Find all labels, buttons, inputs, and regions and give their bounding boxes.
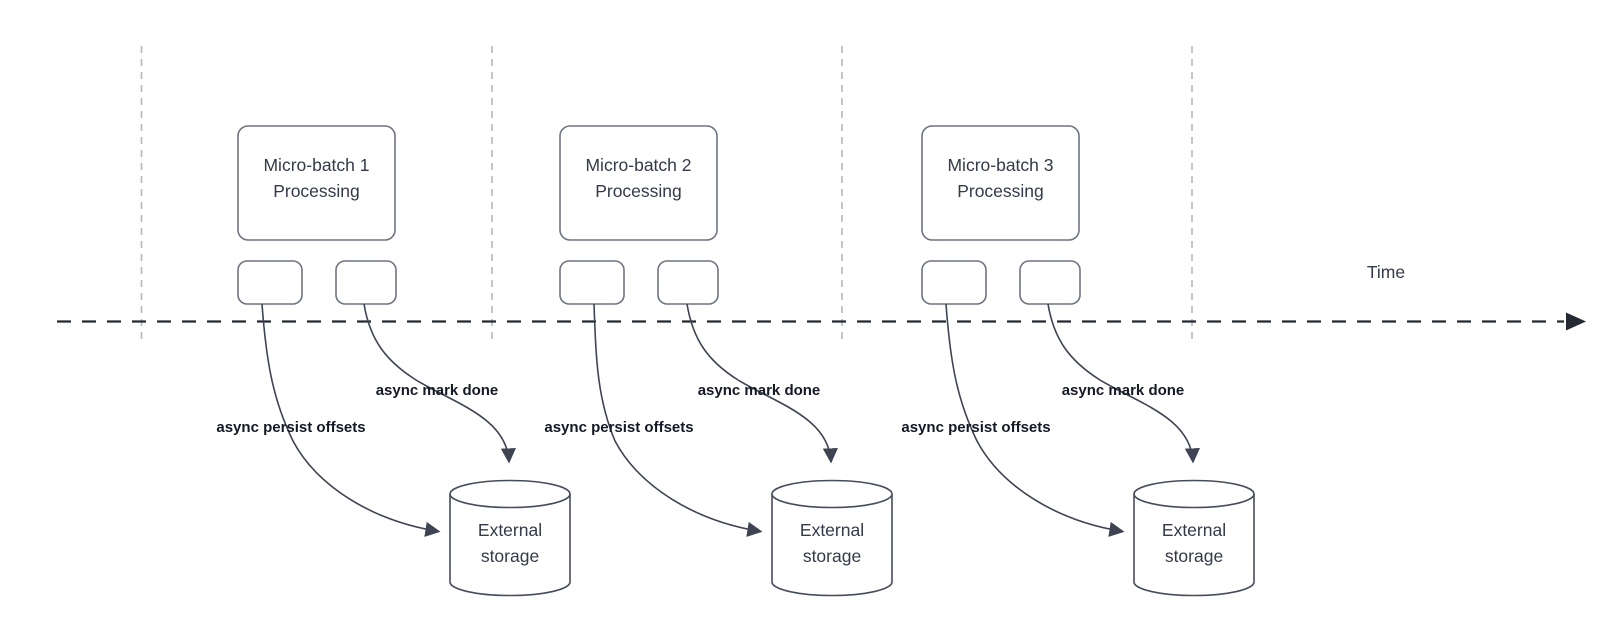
async-mark-done-label: async mark done [376, 382, 499, 399]
async-mark-done-arrow [363, 303, 516, 464]
async-persist-offsets-label: async persist offsets [544, 419, 693, 436]
external-storage-label-line2: storage [1165, 546, 1223, 566]
async-persist-offsets-arrow [593, 303, 763, 537]
time-axis-label: Time [1367, 262, 1405, 282]
micro-batch-box [237, 125, 396, 241]
mark-done-task-box [1019, 260, 1081, 305]
micro-batch-title-line2: Processing [957, 181, 1044, 201]
micro-batch-group-2: Micro-batch 2 Processing async persist o… [544, 125, 893, 597]
async-mark-done-label: async mark done [1062, 382, 1185, 399]
external-storage-cylinder-body [1133, 494, 1255, 597]
async-persist-offsets-arrow [261, 303, 441, 537]
persist-offsets-task-box [237, 260, 303, 305]
async-persist-offsets-label: async persist offsets [901, 419, 1050, 436]
persist-offsets-task-box [921, 260, 987, 305]
external-storage-cylinder-body [771, 494, 893, 597]
external-storage-cylinder-top [1133, 479, 1255, 509]
micro-batch-title-line2: Processing [273, 181, 360, 201]
micro-batch-title-line1: Micro-batch 2 [585, 155, 691, 175]
async-persist-offsets-label: async persist offsets [216, 419, 365, 436]
micro-batch-title-line1: Micro-batch 1 [263, 155, 369, 175]
mark-done-task-box [657, 260, 719, 305]
async-mark-done-label: async mark done [698, 382, 821, 399]
async-mark-done-arrow [686, 303, 838, 464]
async-persist-offsets-arrow [945, 303, 1125, 537]
external-storage-label-line2: storage [481, 546, 539, 566]
mark-done-task-box [335, 260, 397, 305]
micro-batch-title-line2: Processing [595, 181, 682, 201]
micro-batch-title-line1: Micro-batch 3 [947, 155, 1053, 175]
micro-batch-group-3: Micro-batch 3 Processing async persist o… [901, 125, 1255, 597]
external-storage-label-line1: External [478, 520, 542, 540]
external-storage-cylinder-top [771, 479, 893, 509]
micro-batch-box [559, 125, 718, 241]
external-storage-label-line1: External [1162, 520, 1226, 540]
micro-batch-box [921, 125, 1080, 241]
external-storage-label-line1: External [800, 520, 864, 540]
time-axis-arrowhead-icon [1566, 312, 1586, 331]
external-storage-label-line2: storage [803, 546, 861, 566]
persist-offsets-task-box [559, 260, 625, 305]
external-storage-cylinder-body [449, 494, 571, 597]
micro-batch-group-1: Micro-batch 1 Processing async persist o… [216, 125, 571, 597]
async-mark-done-arrow [1047, 303, 1200, 464]
external-storage-cylinder-top [449, 479, 571, 509]
